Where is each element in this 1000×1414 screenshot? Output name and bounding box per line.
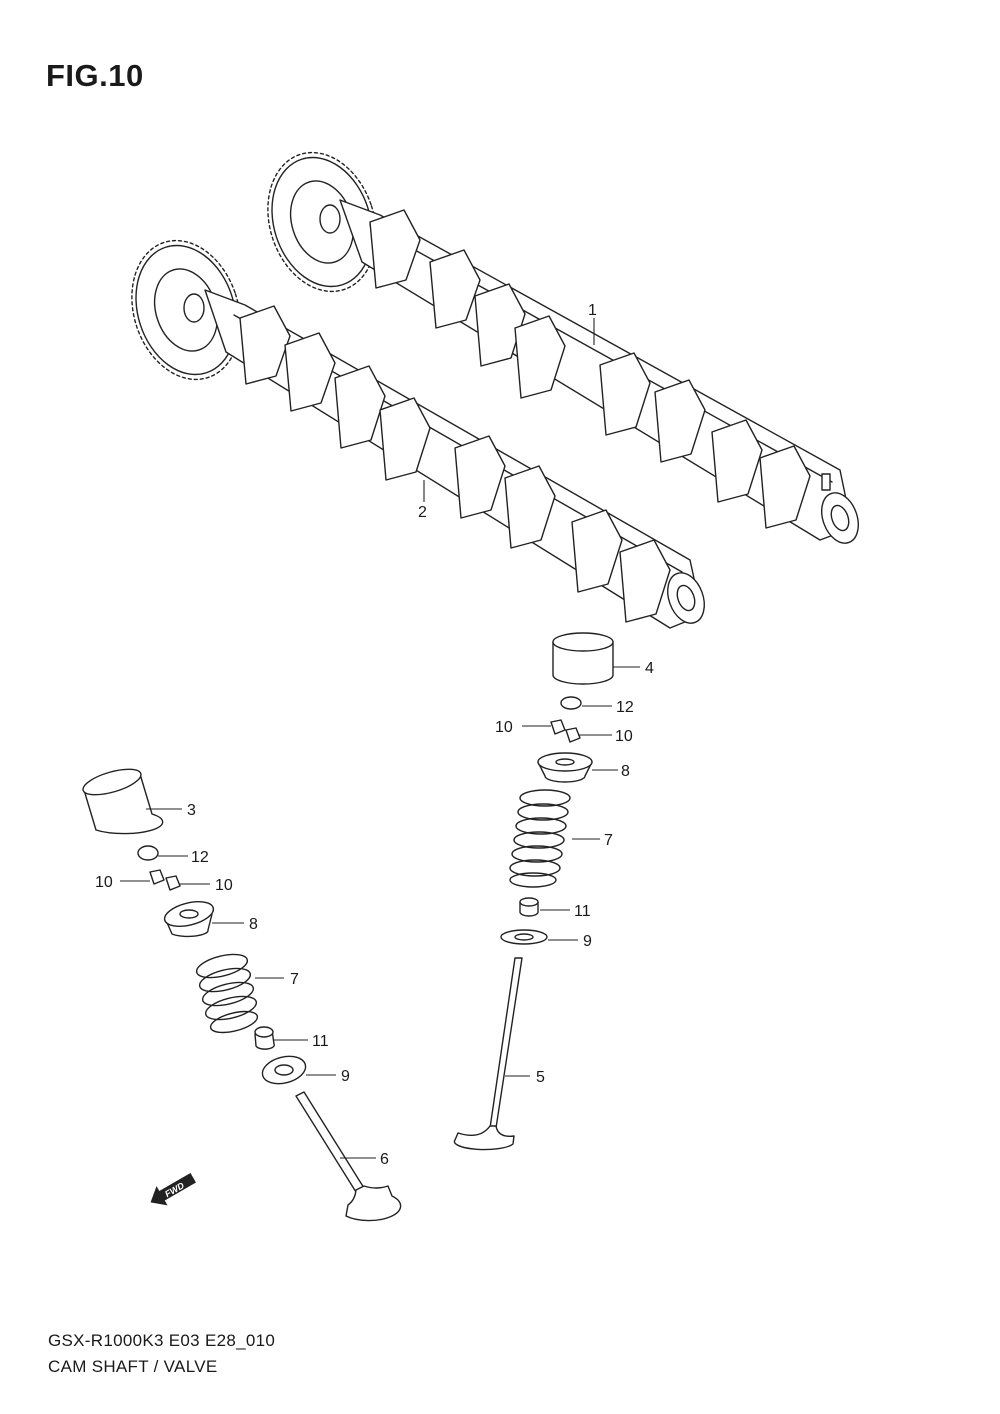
callout-1: 1 bbox=[588, 302, 597, 319]
callout-11-left: 11 bbox=[312, 1033, 329, 1050]
valve-spring-right[interactable] bbox=[509, 789, 571, 888]
callout-11-right: 11 bbox=[574, 903, 591, 920]
stem-seal-left[interactable] bbox=[254, 1026, 275, 1050]
model-code: GSX-R1000K3 E03 E28_010 bbox=[48, 1331, 276, 1350]
stem-seal-right[interactable] bbox=[519, 897, 539, 917]
callout-8-left: 8 bbox=[249, 916, 258, 933]
spring-seat-left[interactable] bbox=[260, 1052, 309, 1088]
callout-5: 5 bbox=[536, 1069, 545, 1086]
callout-10-right-a: 10 bbox=[495, 719, 513, 736]
callout-2: 2 bbox=[418, 504, 427, 521]
forward-arrow-icon: FWD bbox=[150, 1172, 196, 1206]
callout-12-right: 12 bbox=[616, 699, 634, 716]
valve-right[interactable] bbox=[453, 957, 523, 1151]
shim-left[interactable] bbox=[137, 845, 159, 861]
callout-12-left: 12 bbox=[191, 849, 209, 866]
figure-title: FIG.10 bbox=[46, 58, 144, 93]
callout-10-left-a: 10 bbox=[95, 874, 113, 891]
shim-right[interactable] bbox=[560, 696, 582, 710]
camshaft-1[interactable] bbox=[251, 138, 865, 548]
spring-retainer-left[interactable] bbox=[162, 897, 216, 938]
spring-seat-right[interactable] bbox=[500, 929, 548, 945]
callout-4: 4 bbox=[645, 660, 654, 677]
callout-9-right: 9 bbox=[583, 933, 592, 950]
tappet-left[interactable] bbox=[80, 764, 164, 835]
callout-10-right-b: 10 bbox=[615, 728, 633, 745]
valve-spring-left[interactable] bbox=[194, 950, 259, 1037]
valve-left[interactable] bbox=[295, 1091, 402, 1222]
tappet-right[interactable] bbox=[552, 632, 614, 685]
section-name: CAM SHAFT / VALVE bbox=[48, 1357, 218, 1376]
cotter-left-b[interactable] bbox=[165, 875, 181, 891]
callout-7-left: 7 bbox=[290, 971, 299, 988]
callout-9-left: 9 bbox=[341, 1068, 350, 1085]
callout-10-left-b: 10 bbox=[215, 877, 233, 894]
cotter-right-b[interactable] bbox=[565, 727, 581, 743]
spring-retainer-right[interactable] bbox=[537, 752, 593, 783]
callout-6: 6 bbox=[380, 1151, 389, 1168]
camshaft-2[interactable] bbox=[115, 226, 711, 629]
callout-3: 3 bbox=[187, 802, 196, 819]
cotter-right-a[interactable] bbox=[550, 719, 566, 735]
cotter-left-a[interactable] bbox=[149, 869, 165, 885]
callout-7-right: 7 bbox=[604, 832, 613, 849]
callout-8-right: 8 bbox=[621, 763, 630, 780]
